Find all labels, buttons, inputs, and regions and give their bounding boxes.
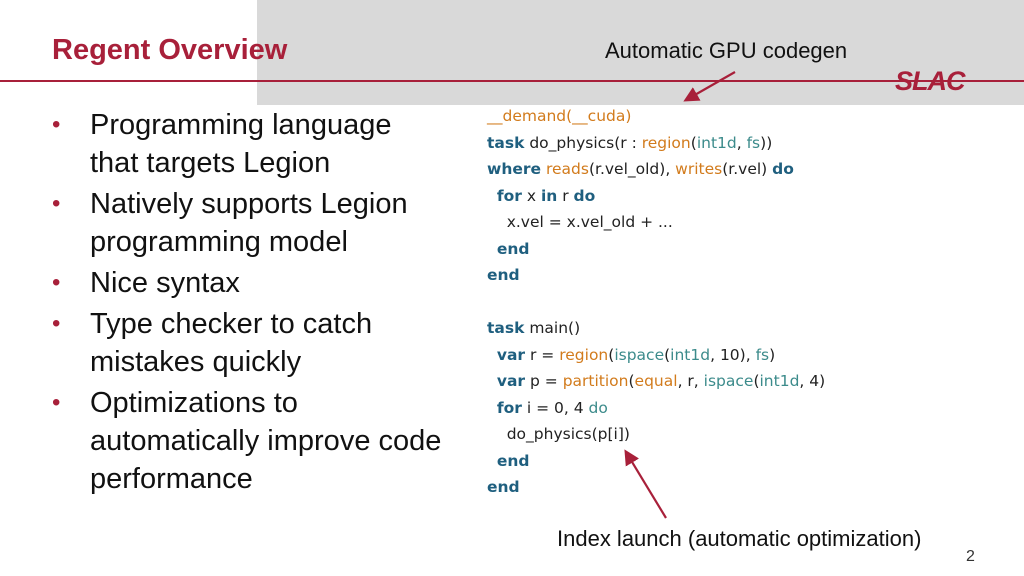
- code-kw: in: [540, 186, 558, 205]
- bullet-dot-icon: •: [52, 111, 61, 138]
- code-indent: [487, 452, 497, 470]
- code-text: r =: [525, 345, 560, 364]
- bullet-item: • Programming language that targets Legio…: [52, 106, 442, 182]
- code-demand: __demand(__cuda): [487, 107, 632, 125]
- bullet-text: Type checker to catch mistakes quickly: [90, 308, 373, 378]
- bullet-item: • Type checker to catch mistakes quickly: [52, 305, 442, 381]
- code-indent: [487, 346, 497, 364]
- code-fn: partition: [562, 372, 629, 390]
- code-type: fs: [746, 133, 761, 152]
- bullet-list: • Programming language that targets Legio…: [52, 106, 442, 501]
- code-text: r: [557, 186, 574, 205]
- code-text: (: [628, 372, 635, 390]
- code-fn: reads: [545, 160, 589, 178]
- code-fn: equal: [634, 372, 678, 390]
- code-text: i = 0, 4: [521, 398, 589, 417]
- code-text: ,: [736, 133, 747, 152]
- code-kw: var: [496, 345, 526, 364]
- code-fn: region: [641, 133, 691, 152]
- bullet-text: Natively supports Legion programming mod…: [90, 188, 408, 258]
- code-kw: var: [496, 372, 526, 390]
- code-indent: [487, 372, 497, 390]
- bullet-item: • Natively supports Legion programming mo…: [52, 185, 442, 261]
- code-type: int1d: [759, 372, 800, 390]
- code-kw: end: [496, 451, 530, 470]
- code-text: (r.vel_old),: [588, 160, 676, 178]
- code-text: (r.vel): [722, 160, 773, 178]
- bullet-text: Programming language that targets Legion: [90, 109, 392, 179]
- code-kw: for: [496, 186, 522, 205]
- header-gray-band: [257, 0, 1024, 105]
- code-kw: end: [487, 266, 520, 284]
- bullet-item: • Optimizations to automatically improve …: [52, 384, 442, 498]
- title-divider: [0, 80, 1024, 82]
- slide-title: Regent Overview: [52, 34, 288, 66]
- code-fn: region: [559, 345, 609, 364]
- callout-index-launch: Index launch (automatic optimization): [557, 526, 922, 551]
- code-type: int1d: [670, 345, 711, 364]
- code-type: fs: [755, 345, 770, 364]
- code-indent: [487, 399, 497, 417]
- code-text: , r,: [677, 372, 704, 390]
- code-type: ispace: [703, 372, 754, 390]
- bullet-dot-icon: •: [52, 389, 61, 416]
- code-text: x: [521, 186, 541, 205]
- code-text: ): [769, 345, 776, 364]
- bullet-text: Optimizations to automatically improve c…: [90, 387, 442, 495]
- code-kw: for: [496, 398, 522, 417]
- bullet-item: • Nice syntax: [52, 264, 442, 302]
- code-block: __demand(__cuda) task do_physics(r : reg…: [487, 103, 825, 501]
- code-text: p =: [525, 372, 563, 390]
- code-kw: where: [487, 160, 542, 178]
- code-indent: [487, 240, 497, 258]
- code-text: do_physics(p[i]): [487, 425, 630, 443]
- slac-logo: SLAC: [895, 66, 965, 96]
- code-text: x.vel = x.vel_old + ...: [487, 213, 673, 231]
- code-type: int1d: [696, 133, 737, 152]
- code-type: do: [588, 398, 608, 417]
- code-kw: end: [487, 478, 520, 496]
- code-text: )): [760, 133, 773, 152]
- code-kw: task: [487, 319, 525, 337]
- code-indent: [487, 187, 497, 205]
- callout-gpu-codegen: Automatic GPU codegen: [605, 38, 848, 63]
- code-text: do_physics(r :: [524, 133, 642, 152]
- code-kw: task: [487, 133, 525, 152]
- code-text: , 10),: [710, 345, 756, 364]
- code-text: (: [664, 345, 671, 364]
- bullet-dot-icon: •: [52, 310, 61, 337]
- code-fn: writes: [675, 160, 723, 178]
- code-text: (: [608, 345, 615, 364]
- code-kw: end: [496, 239, 530, 258]
- code-text: main(): [524, 319, 581, 337]
- bullet-dot-icon: •: [52, 269, 61, 296]
- code-text: (: [690, 133, 697, 152]
- code-text: (: [753, 372, 760, 390]
- page-number: 2: [966, 548, 975, 565]
- code-kw: do: [573, 186, 596, 205]
- bullet-text: Nice syntax: [90, 267, 240, 299]
- bullet-dot-icon: •: [52, 190, 61, 217]
- code-type: ispace: [614, 345, 665, 364]
- code-text: , 4): [799, 372, 826, 390]
- code-kw: do: [772, 160, 794, 178]
